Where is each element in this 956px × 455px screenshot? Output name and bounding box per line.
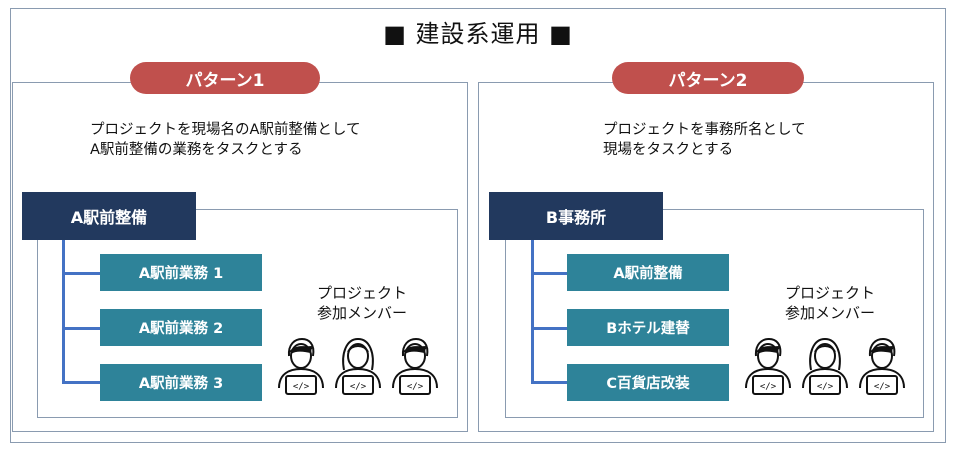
pattern-2-members-label-line-2: 参加メンバー	[784, 304, 875, 322]
pattern-1-task-2: A駅前業務 2	[100, 309, 262, 346]
pattern-1-label: パターン1	[130, 62, 320, 94]
pattern-2-project-box: B事務所	[489, 192, 663, 240]
pattern-1-members-label-line-1: プロジェクト	[316, 284, 407, 302]
pattern-2-connector-3	[531, 381, 567, 384]
pattern-1-members-label: プロジェクト 参加メンバー	[300, 283, 424, 323]
developer-person-female-icon	[332, 334, 384, 396]
pattern-2-connector-vertical	[531, 240, 534, 381]
pattern-2-task-1: A駅前整備	[567, 254, 729, 291]
pattern-1-connector-1	[62, 272, 100, 275]
pattern-1-description: プロジェクトを現場名のA駅前整備として A駅前整備の業務をタスクとする	[90, 120, 360, 160]
pattern-1-description-line-1: プロジェクトを現場名のA駅前整備として	[90, 122, 361, 138]
pattern-1-connector-vertical	[62, 240, 65, 381]
pattern-2-task-2: Bホテル建替	[567, 309, 729, 346]
pattern-1-connector-2	[62, 327, 100, 330]
pattern-2-description-line-2: 現場をタスクとする	[603, 142, 734, 158]
pattern-2-members-label: プロジェクト 参加メンバー	[768, 283, 892, 323]
pattern-1-task-1: A駅前業務 1	[100, 254, 262, 291]
developer-person-icon	[389, 334, 441, 396]
pattern-1-members-label-line-2: 参加メンバー	[316, 304, 407, 322]
pattern-1-project-box: A駅前整備	[22, 192, 196, 240]
pattern-2-connector-1	[531, 272, 567, 275]
pattern-2-members-label-line-1: プロジェクト	[784, 284, 875, 302]
pattern-1-description-line-2: A駅前整備の業務をタスクとする	[90, 142, 303, 158]
pattern-2-description-line-1: プロジェクトを事務所名として	[603, 122, 806, 138]
pattern-2-connector-2	[531, 327, 567, 330]
developer-person-icon	[742, 334, 794, 396]
pattern-1-task-3: A駅前業務 3	[100, 364, 262, 401]
pattern-2-description: プロジェクトを事務所名として 現場をタスクとする	[603, 120, 806, 160]
page-title: ■ 建設系運用 ■	[383, 20, 573, 48]
pattern-2-task-3: C百貨店改装	[567, 364, 729, 401]
pattern-2-label: パターン2	[612, 62, 804, 94]
developer-person-icon	[275, 334, 327, 396]
developer-person-icon	[856, 334, 908, 396]
outer-frame	[10, 8, 946, 443]
developer-person-female-icon	[799, 334, 851, 396]
pattern-1-connector-3	[62, 381, 100, 384]
